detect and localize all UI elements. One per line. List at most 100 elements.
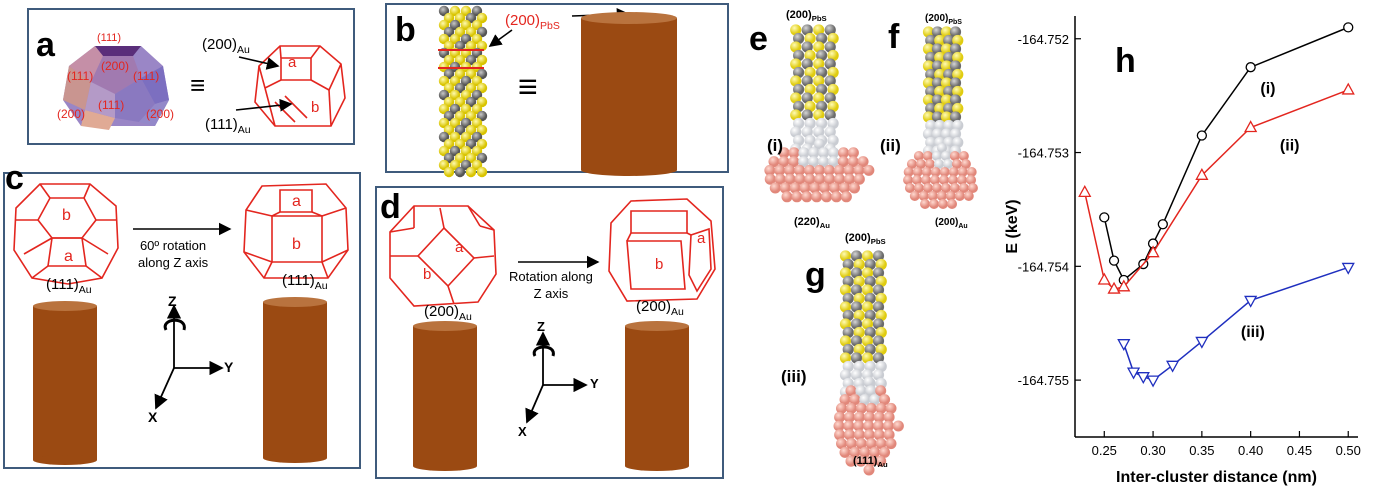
series-line	[1123, 266, 1349, 381]
data-point	[1341, 262, 1355, 275]
lead-atom	[801, 75, 813, 87]
white-atom	[808, 147, 820, 159]
lead-atom	[842, 275, 854, 288]
data-point	[1157, 219, 1168, 230]
gold-atom	[879, 446, 891, 458]
facet-a-label: a	[697, 230, 706, 247]
lead-atom	[925, 85, 937, 98]
lead-atom	[816, 100, 828, 113]
lead-atom	[872, 335, 885, 347]
gold-atom	[813, 164, 825, 176]
gold-atom	[875, 385, 887, 397]
lead-atom	[850, 318, 863, 330]
plane-label-111-au: (111)Au	[853, 455, 888, 470]
equivalence-sign: ≡	[190, 70, 206, 100]
series-label: (iii)	[1241, 324, 1265, 341]
white-atom	[925, 119, 937, 132]
gold-atom	[855, 438, 867, 450]
lead-atom	[816, 49, 828, 62]
gold-atom	[927, 191, 938, 201]
sulfur-atom	[476, 166, 488, 178]
sulfur-atom	[922, 77, 935, 89]
data-point	[1244, 120, 1258, 133]
facet-b-label: b	[423, 266, 432, 283]
white-atom	[949, 128, 962, 140]
white-atom	[925, 136, 937, 149]
sulfur-atom	[813, 92, 825, 104]
data-point	[1117, 279, 1131, 292]
gold-atom	[794, 173, 806, 185]
gold-atom	[764, 164, 776, 176]
gold-atom	[948, 167, 959, 177]
gold-atom	[885, 402, 897, 414]
plane-label-200-au: (200)Au	[636, 298, 684, 318]
sulfur-atom	[952, 34, 964, 47]
lead-atom	[850, 250, 863, 262]
white-atom	[798, 147, 810, 159]
gold-atom	[865, 438, 877, 450]
gold-atom	[769, 182, 781, 194]
lead-atom	[931, 26, 944, 38]
gold-atom	[906, 159, 917, 169]
lead-atom	[949, 111, 962, 123]
gold-atom	[929, 199, 940, 209]
lead-atom	[931, 111, 944, 123]
gold-atom	[865, 402, 877, 414]
gold-atom	[931, 183, 942, 193]
panel-a	[27, 8, 355, 145]
gold-atom	[845, 385, 857, 397]
data-point	[1078, 185, 1092, 198]
panel-d	[375, 186, 724, 479]
white-atom	[813, 126, 825, 138]
gold-atom	[837, 156, 849, 168]
nanorod-cylinder-c1	[33, 301, 97, 465]
sulfur-atom	[934, 102, 946, 115]
gold-atom	[892, 420, 904, 432]
gold-atom	[845, 402, 857, 414]
gold-atom	[958, 183, 969, 193]
gold-atom	[883, 420, 894, 432]
sulfur-atom	[940, 111, 953, 123]
plane-label-200-pbs: (200)PbS	[845, 232, 886, 247]
gold-atom	[865, 455, 877, 467]
facet-label: (111)	[97, 32, 122, 44]
gold-atom	[823, 164, 835, 176]
gold-atom	[809, 182, 821, 194]
sulfur-atom	[790, 75, 802, 87]
facet-label: (200)	[146, 107, 175, 121]
sulfur-atom	[827, 66, 839, 79]
gold-atom	[853, 411, 865, 423]
lead-atom	[864, 343, 876, 356]
axis-x-label: X	[518, 424, 527, 439]
gold-atom	[847, 147, 859, 159]
white-atom	[828, 147, 840, 159]
gold-atom	[930, 175, 941, 185]
gold-atom	[814, 173, 826, 185]
sulfur-atom	[922, 43, 935, 55]
gold-atom	[875, 455, 887, 467]
white-atom	[853, 360, 865, 373]
sulfur-atom	[839, 284, 852, 296]
y-tick-label: -164.755	[1018, 373, 1069, 388]
gold-atom	[831, 191, 843, 203]
gold-atom	[784, 164, 796, 176]
sulfur-atom	[861, 301, 874, 313]
white-atom	[804, 134, 816, 147]
gold-atom	[778, 156, 790, 168]
sulfur-atom	[813, 109, 825, 121]
lead-atom	[949, 60, 962, 72]
lead-atom	[864, 292, 876, 305]
sulfur-atom	[465, 166, 477, 178]
sulfur-atom	[853, 275, 865, 288]
gold-atom	[781, 191, 793, 203]
data-point	[1195, 336, 1209, 349]
gold-atom	[789, 182, 801, 194]
gold-atom	[921, 175, 932, 185]
gold-atom	[768, 156, 780, 168]
gold-atom	[903, 175, 914, 185]
lead-atom	[793, 32, 805, 45]
lead-atom	[872, 318, 885, 330]
panel-label-d: d	[380, 188, 401, 226]
gold-atom	[843, 164, 855, 176]
